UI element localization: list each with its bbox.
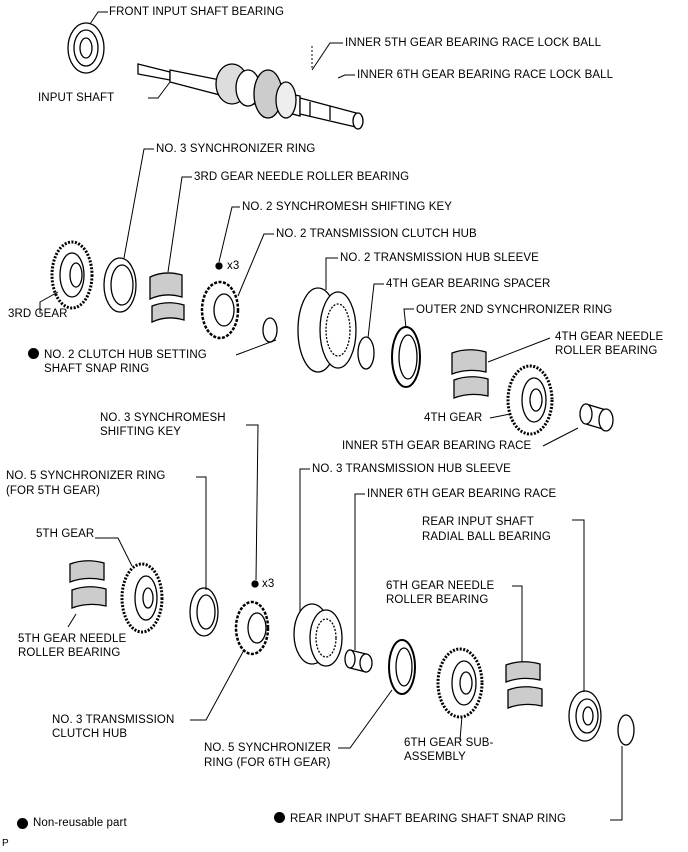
label-x3-a: x3 xyxy=(227,260,240,272)
no5-sync-ring-5th-drawing xyxy=(189,587,219,637)
label-no5-sync-5th-line2: (FOR 5TH GEAR) xyxy=(6,485,101,497)
label-no2-snap-ring: NO. 2 CLUTCH HUB SETTING xyxy=(28,348,207,362)
front-input-shaft-bearing-drawing xyxy=(67,22,105,74)
label-sixth-needle: 6TH GEAR NEEDLE xyxy=(386,580,495,592)
label-fourth-needle: 4TH GEAR NEEDLE xyxy=(555,331,664,343)
label-no3-clutch-hub: NO. 3 TRANSMISSION xyxy=(52,714,175,726)
fourth-needle-bearing-drawing xyxy=(451,349,489,399)
label-fourth-spacer: 4TH GEAR BEARING SPACER xyxy=(386,278,551,290)
label-no2-shift-key: NO. 2 SYNCHROMESH SHIFTING KEY xyxy=(242,201,453,213)
no3-hub-sleeve-drawing xyxy=(293,603,343,667)
no2-hub-sleeve-drawing xyxy=(297,287,357,373)
label-inner-6th-lock-ball: INNER 6TH GEAR BEARING RACE LOCK BALL xyxy=(357,69,614,81)
third-gear-drawing xyxy=(50,240,94,310)
label-outer-2nd-sync: OUTER 2ND SYNCHRONIZER RING xyxy=(416,304,613,316)
no3-synchronizer-ring-drawing xyxy=(103,257,137,313)
no2-snap-ring-drawing xyxy=(262,317,278,343)
label-front-input-shaft-bearing: FRONT INPUT SHAFT BEARING xyxy=(109,6,285,18)
sixth-needle-bearing-drawing xyxy=(505,661,543,709)
no3-shift-key-drawing xyxy=(251,580,259,588)
no2-shift-key-drawing xyxy=(215,262,223,270)
label-no5-sync-6th: NO. 5 SYNCHRONIZER xyxy=(204,742,332,754)
label-input-shaft: INPUT SHAFT xyxy=(38,92,115,104)
rear-snap-ring-drawing xyxy=(617,714,635,746)
non-reusable-marker-icon xyxy=(274,812,285,823)
label-fourth-gear: 4TH GEAR xyxy=(424,412,483,424)
fifth-needle-bearing-drawing xyxy=(69,560,107,609)
label-no3-hub-sleeve: NO. 3 TRANSMISSION HUB SLEEVE xyxy=(312,463,511,475)
inner-5th-race-drawing xyxy=(579,403,614,432)
label-no2-clutch-hub: NO. 2 TRANSMISSION CLUTCH HUB xyxy=(276,228,477,240)
sixth-gear-drawing xyxy=(436,647,484,719)
no3-clutch-hub-drawing xyxy=(234,600,270,656)
label-third-needle: 3RD GEAR NEEDLE ROLLER BEARING xyxy=(194,171,410,183)
label-sixth-needle-line2: ROLLER BEARING xyxy=(386,594,489,606)
rear-radial-bearing-drawing xyxy=(568,690,602,742)
label-sixth-gear: 6TH GEAR SUB- xyxy=(404,737,494,749)
label-fifth-needle: 5TH GEAR NEEDLE xyxy=(18,633,127,645)
label-rear-radial-bearing-line2: RADIAL BALL BEARING xyxy=(422,531,551,543)
inner-6th-race-drawing xyxy=(344,649,373,673)
non-reusable-marker-icon xyxy=(28,348,39,359)
label-fifth-gear: 5TH GEAR xyxy=(36,528,95,540)
label-x3-b: x3 xyxy=(262,578,275,590)
label-fifth-needle-line2: ROLLER BEARING xyxy=(18,647,121,659)
fourth-spacer-drawing xyxy=(357,336,375,370)
label-rear-snap-ring: REAR INPUT SHAFT BEARING SHAFT SNAP RING xyxy=(274,812,566,826)
label-no3-shift-key-line2: SHIFTING KEY xyxy=(100,426,182,438)
fifth-gear-drawing xyxy=(120,562,164,634)
input-shaft-drawing xyxy=(137,63,364,130)
fourth-gear-drawing xyxy=(506,364,554,436)
label-inner-6th-race: INNER 6TH GEAR BEARING RACE xyxy=(367,488,557,500)
label-no2-snap-ring-line2: SHAFT SNAP RING xyxy=(44,363,150,375)
label-no3-shift-key: NO. 3 SYNCHROMESH xyxy=(100,412,226,424)
legend-dot-icon xyxy=(17,818,28,829)
label-inner-5th-lock-ball: INNER 5TH GEAR BEARING RACE LOCK BALL xyxy=(345,37,602,49)
label-no5-sync-5th: NO. 5 SYNCHRONIZER RING xyxy=(6,470,166,482)
no2-clutch-hub-drawing xyxy=(200,280,240,340)
label-inner-5th-race: INNER 5TH GEAR BEARING RACE xyxy=(342,440,532,452)
leader-lines xyxy=(39,11,623,821)
third-gear-needle-bearing-drawing xyxy=(149,272,185,324)
label-sixth-gear-line2: ASSEMBLY xyxy=(404,751,466,763)
label-no3-sync-ring: NO. 3 SYNCHRONIZER RING xyxy=(156,143,316,155)
legend-text: Non-reusable part xyxy=(33,817,127,829)
label-rear-radial-bearing: REAR INPUT SHAFT xyxy=(422,516,534,528)
label-no2-hub-sleeve: NO. 2 TRANSMISSION HUB SLEEVE xyxy=(340,252,539,264)
corner-mark: P xyxy=(2,838,9,849)
outer-2nd-sync-ring-drawing xyxy=(391,326,421,388)
label-third-gear: 3RD GEAR xyxy=(8,308,68,320)
label-no5-sync-6th-line2: RING (FOR 6TH GEAR) xyxy=(204,757,331,769)
label-no3-clutch-hub-line2: CLUTCH HUB xyxy=(52,728,128,740)
label-fourth-needle-line2: ROLLER BEARING xyxy=(555,345,658,357)
no5-sync-ring-6th-drawing xyxy=(388,639,416,695)
